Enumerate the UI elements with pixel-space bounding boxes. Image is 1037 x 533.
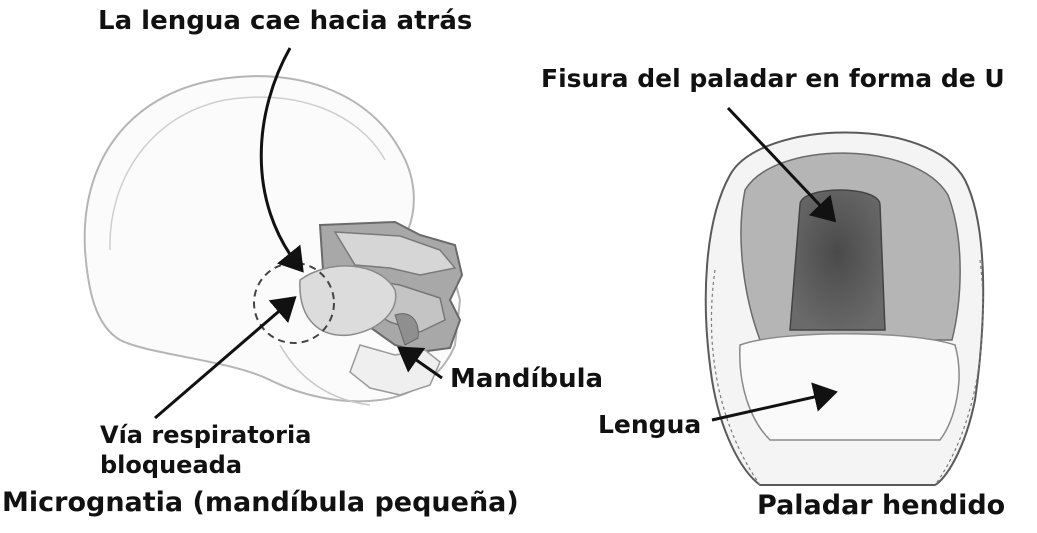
infant-head-illustration xyxy=(85,76,462,405)
label-cleft-u-shape: Fisura del paladar en forma de U xyxy=(541,64,1005,93)
label-blocked-airway-line1: Vía respiratoria xyxy=(100,420,311,450)
label-tongue: Lengua xyxy=(598,410,701,439)
label-blocked-airway: Vía respiratoria bloqueada xyxy=(100,420,311,480)
tongue-shape xyxy=(740,334,959,440)
caption-micrognathia: Micrognatia (mandíbula pequeña) xyxy=(2,487,519,518)
label-blocked-airway-line2: bloqueada xyxy=(100,450,311,480)
label-tongue-falls-back: La lengua cae hacia atrás xyxy=(98,6,472,36)
u-shaped-cleft xyxy=(790,190,885,330)
caption-cleft-palate: Paladar hendido xyxy=(757,490,1005,521)
label-mandible: Mandíbula xyxy=(450,364,603,394)
cleft-palate-illustration xyxy=(706,133,983,486)
